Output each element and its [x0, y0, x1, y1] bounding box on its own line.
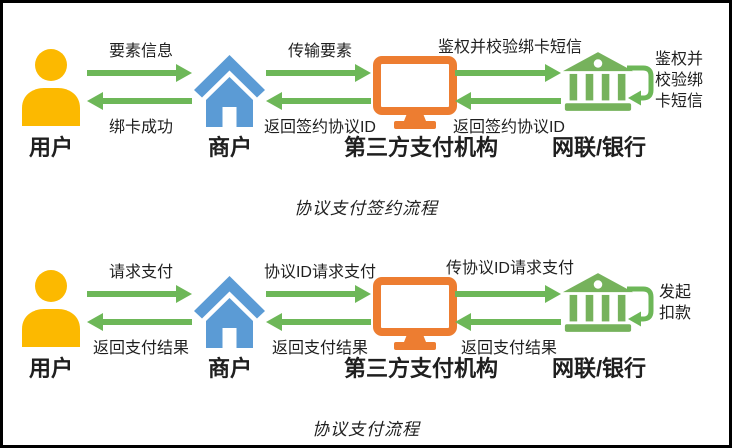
side-note-line: 发起: [659, 284, 692, 301]
forward-arrow-2: [266, 64, 371, 82]
return-arrow-2: [266, 92, 371, 110]
user-icon: [18, 48, 84, 126]
signing-flow-section: 用户 商户 第三方支付机构: [3, 3, 729, 224]
side-note-line: 鉴权并: [655, 51, 704, 68]
return-arrow-label-1: 返回支付结果: [92, 340, 189, 357]
return-arrow-label-1: 绑卡成功: [108, 119, 173, 136]
return-arrow-3: [455, 313, 561, 331]
forward-arrow-1: [87, 285, 192, 303]
forward-arrow-3: [455, 285, 561, 303]
return-arrow-label-3: 返回支付结果: [460, 340, 557, 357]
entity-label-bank: 网联/银行: [551, 135, 647, 160]
payment-flow-section: 用户 商户 第三方支付机构: [3, 224, 729, 445]
return-arrow-1: [87, 313, 192, 331]
self-loop-arrow-icon: [625, 281, 657, 327]
forward-arrow-1: [87, 64, 192, 82]
forward-arrow-2: [266, 285, 371, 303]
entity-label-merchant: 商户: [207, 356, 252, 381]
return-arrow-label-3: 返回签约协议ID: [452, 119, 565, 136]
monitor-icon: [373, 277, 457, 350]
side-note: 鉴权并 校验绑 卡短信: [655, 49, 703, 112]
entity-label-merchant: 商户: [207, 135, 252, 160]
user-icon: [18, 269, 84, 347]
forward-arrow-label-1: 要素信息: [108, 43, 173, 60]
forward-arrow-label-3: 鉴权并校验绑卡短信: [437, 39, 582, 56]
return-arrow-2: [266, 313, 371, 331]
forward-arrow-label-1: 请求支付: [108, 264, 173, 281]
side-note-line: 扣款: [659, 305, 692, 322]
entity-label-bank: 网联/银行: [551, 356, 647, 381]
flow-caption: 协议支付签约流程: [294, 199, 438, 218]
bank-icon: [563, 52, 633, 111]
return-arrow-label-2: 返回支付结果: [271, 340, 368, 357]
return-arrow-label-2: 返回签约协议ID: [263, 119, 376, 136]
flow-caption: 协议支付流程: [312, 420, 420, 439]
entity-label-third-party: 第三方支付机构: [343, 135, 498, 160]
side-note-line: 校验绑: [655, 72, 704, 89]
entity-label-third-party: 第三方支付机构: [343, 356, 498, 381]
forward-arrow-label-2: 协议ID请求支付: [263, 264, 376, 281]
side-note-line: 卡短信: [655, 93, 704, 110]
entity-label-user: 用户: [28, 135, 73, 160]
entity-label-user: 用户: [28, 356, 73, 381]
return-arrow-3: [455, 92, 561, 110]
forward-arrow-label-3: 传协议ID请求支付: [445, 260, 574, 277]
side-note: 发起 扣款: [659, 282, 691, 324]
bank-icon: [563, 273, 633, 332]
self-loop-arrow-icon: [625, 60, 657, 106]
house-icon: [193, 54, 266, 127]
monitor-icon: [373, 56, 457, 129]
forward-arrow-label-2: 传输要素: [287, 43, 352, 60]
forward-arrow-3: [455, 64, 561, 82]
return-arrow-1: [87, 92, 192, 110]
house-icon: [193, 275, 266, 348]
